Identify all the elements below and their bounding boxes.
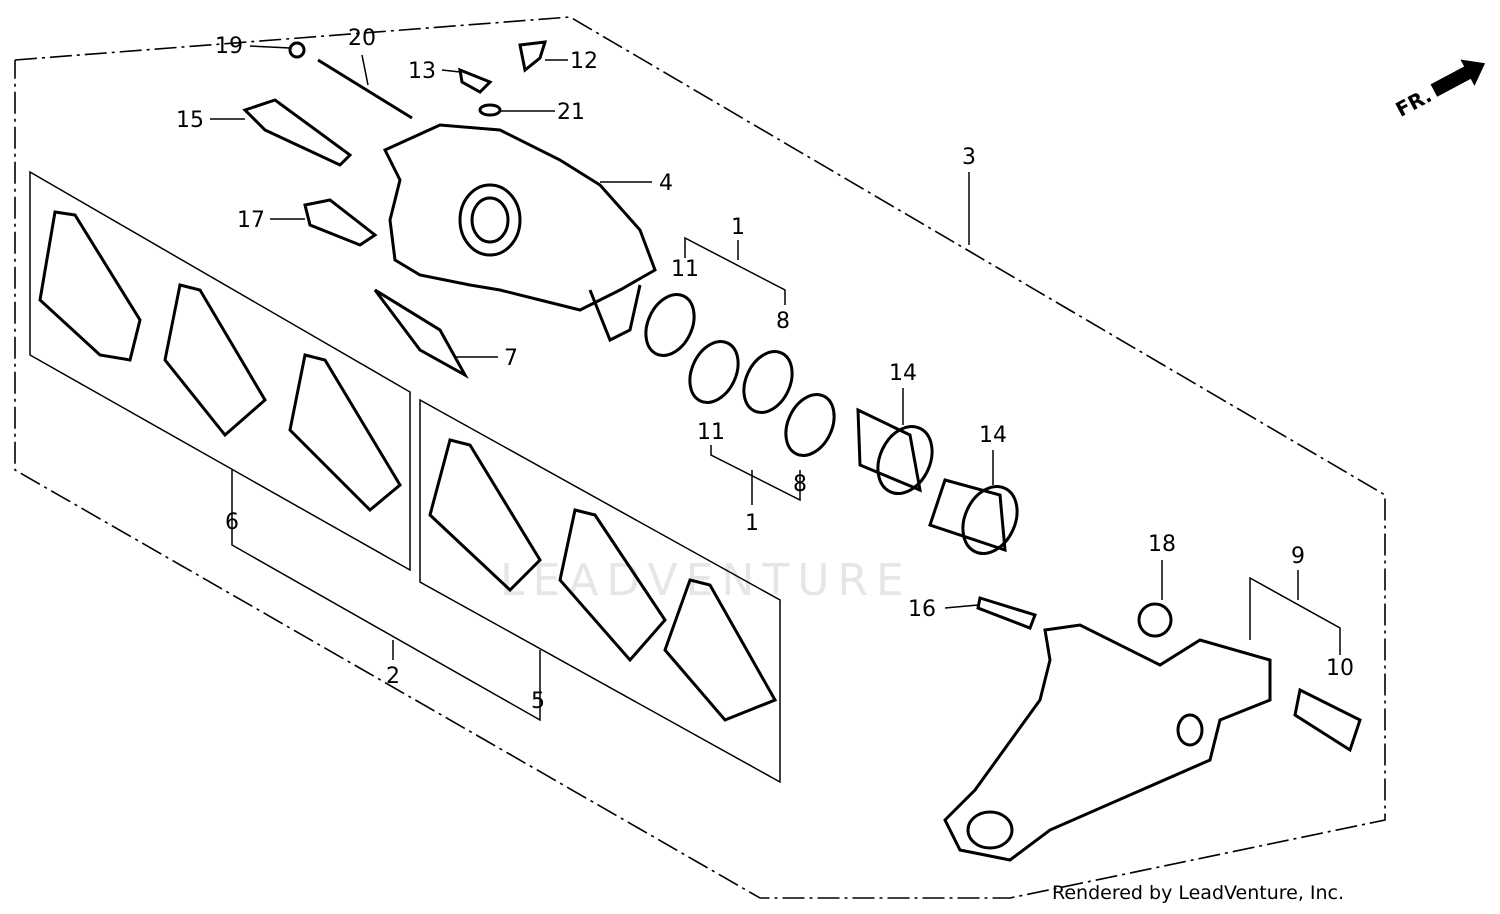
pad-set-5-box bbox=[419, 398, 781, 784]
callout-14b: 14 bbox=[979, 423, 1007, 448]
callout-11b: 11 bbox=[697, 420, 725, 445]
callout-21: 21 bbox=[557, 100, 585, 125]
callout-14: 14 bbox=[889, 361, 917, 386]
front-arrow-icon bbox=[1430, 59, 1486, 97]
watermark: LEADVENTURE bbox=[500, 555, 912, 606]
callout-20: 20 bbox=[348, 26, 376, 51]
callout-12: 12 bbox=[570, 49, 598, 74]
caliper-bracket bbox=[943, 596, 1362, 862]
callout-17: 17 bbox=[237, 208, 265, 233]
front-direction-marker: FR. bbox=[1392, 59, 1486, 122]
leader-lines bbox=[210, 45, 1341, 722]
callout-19: 19 bbox=[215, 34, 243, 59]
callout-18: 18 bbox=[1148, 532, 1176, 557]
callout-1: 1 bbox=[731, 215, 745, 240]
callout-15: 15 bbox=[176, 108, 204, 133]
callout-9: 9 bbox=[1291, 544, 1305, 569]
seals-pistons bbox=[644, 293, 1019, 555]
callout-2: 2 bbox=[386, 664, 400, 689]
callout-1b: 1 bbox=[745, 511, 759, 536]
callout-7: 7 bbox=[504, 346, 518, 371]
callout-6: 6 bbox=[225, 510, 239, 535]
caliper-body bbox=[382, 123, 657, 343]
brake-pads bbox=[38, 210, 778, 722]
callout-3: 3 bbox=[962, 145, 976, 170]
front-label: FR. bbox=[1392, 83, 1436, 122]
assembly-outline bbox=[14, 16, 1386, 899]
pad-set-6-box bbox=[29, 170, 411, 572]
callout-16: 16 bbox=[908, 597, 936, 622]
callout-8: 8 bbox=[776, 309, 790, 334]
callout-4: 4 bbox=[659, 171, 673, 196]
callout-5: 5 bbox=[531, 689, 545, 714]
callout-11: 11 bbox=[671, 257, 699, 282]
callout-8b: 8 bbox=[793, 472, 807, 497]
footer-credit: Rendered by LeadVenture, Inc. bbox=[1052, 882, 1345, 904]
callout-10: 10 bbox=[1326, 656, 1354, 681]
callout-13: 13 bbox=[408, 59, 436, 84]
small-parts bbox=[242, 40, 548, 379]
